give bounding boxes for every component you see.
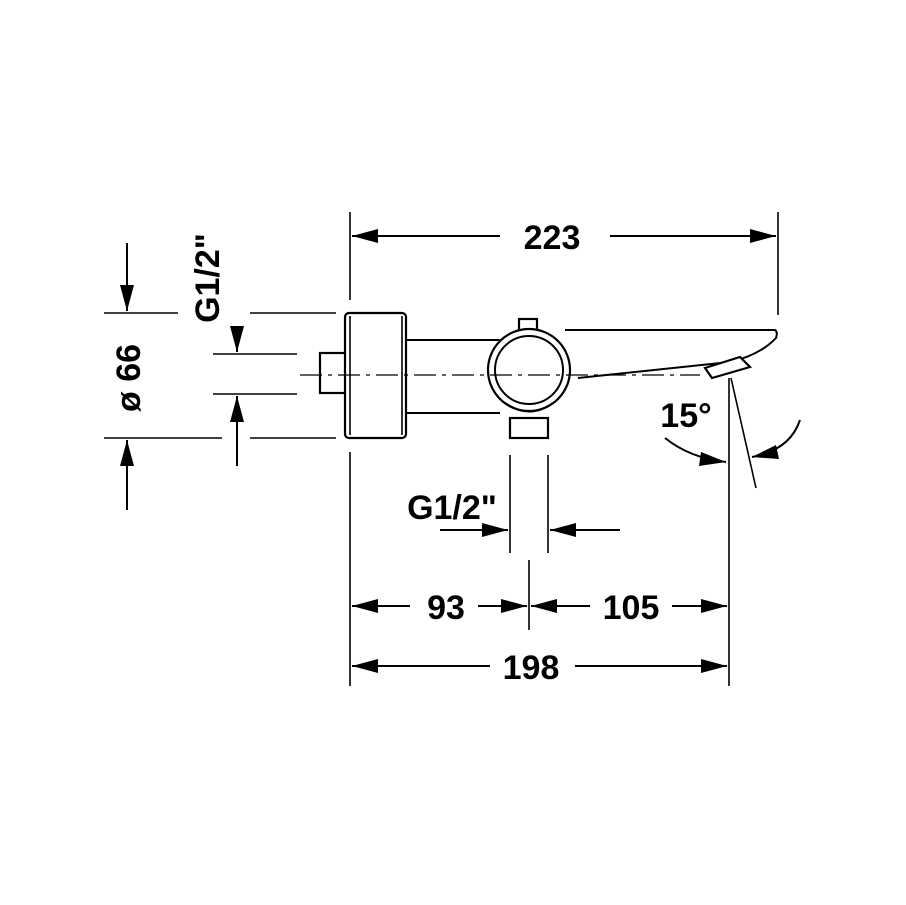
dimension-223: 223 [352, 219, 776, 257]
cartridge-inner-circle [494, 335, 564, 405]
aerator [703, 355, 753, 380]
dimension-inlet-thread-label: G1/2" [189, 233, 227, 323]
spout [565, 329, 778, 379]
cartridge-circle [486, 327, 572, 413]
bottom-outlet [508, 416, 550, 440]
dimension-223-label: 223 [524, 219, 581, 257]
dimension-105-label: 105 [603, 589, 660, 627]
dimension-198: 198 [352, 649, 727, 687]
dimension-inlet-thread: G1/2" [189, 233, 244, 466]
dimension-angle-label: 15° [660, 397, 711, 435]
dimension-93-105: 93 105 [352, 589, 727, 627]
dimension-outlet-thread-label: G1/2" [407, 489, 497, 527]
dimension-198-label: 198 [503, 649, 560, 687]
dimension-93-label: 93 [427, 589, 465, 627]
dimension-outlet-thread: G1/2" [407, 489, 620, 537]
dimension-diameter: ø 66 [110, 243, 148, 510]
rear-connector [318, 351, 349, 395]
dimension-diameter-label: ø 66 [110, 344, 148, 412]
dimension-angle: 15° [660, 397, 801, 466]
mixer-body [300, 311, 778, 440]
body-tube [406, 339, 500, 414]
extension-lines [104, 212, 779, 686]
